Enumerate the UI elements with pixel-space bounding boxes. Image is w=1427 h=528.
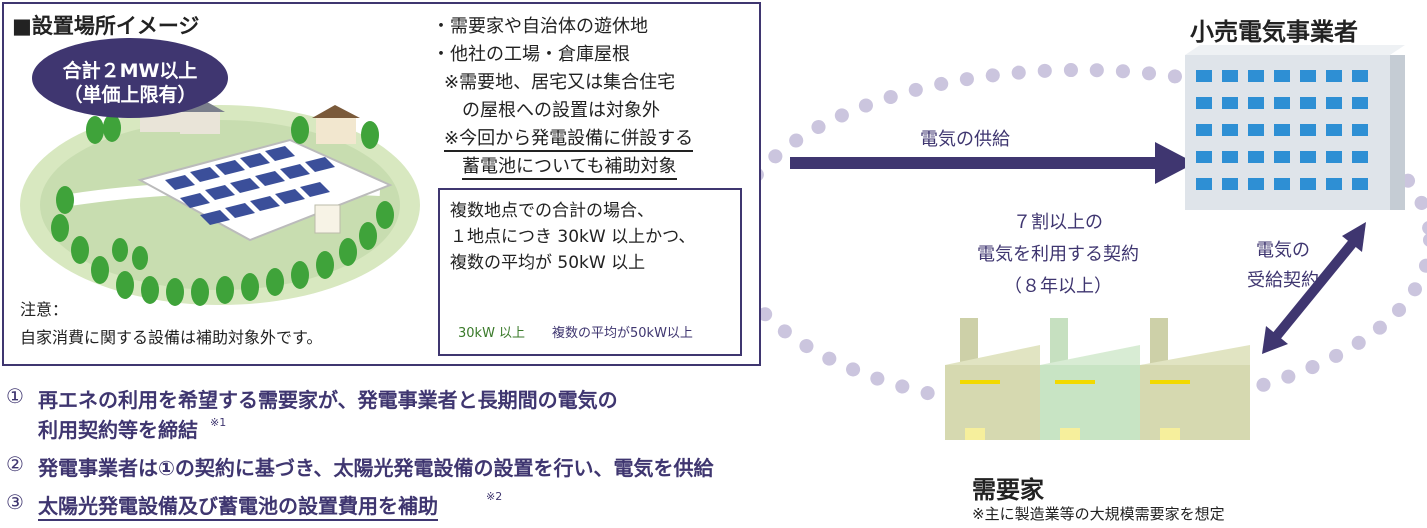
step-number: ① [6, 384, 24, 408]
supply-label: 電気の供給 [920, 129, 1010, 150]
install-bullet-underlined: ※今回から発電設備に併設する [444, 124, 694, 152]
install-title: ■設置場所イメージ [12, 14, 200, 38]
factory [945, 318, 1250, 440]
battery-box [314, 204, 341, 234]
multi-site-line: 複数の平均が 50kW 以上 [450, 253, 646, 273]
install-bullet-underlined: 蓄電池についても補助対象 [462, 152, 677, 180]
multi-site-box [438, 188, 742, 356]
step-text: 再エネの利用を希望する需要家が、発電事業者と長期間の電気の [38, 388, 618, 412]
install-bullet: ・需要家や自治体の遊休地 [432, 16, 648, 37]
capacity-line-2: （単価上限有） [63, 84, 197, 106]
supply-arrow [790, 142, 1195, 184]
retailer-title: 小売電気事業者 [1190, 18, 1358, 46]
panel-label-30kw: 30kW 以上 [458, 326, 526, 341]
step-text: 発電事業者は①の契約に基づき、太陽光発電設備の設置を行い、電気を供給 [38, 456, 714, 480]
caution-text: 自家消費に関する設備は補助対象外です。 [20, 328, 323, 347]
capacity-line-1: 合計２MW以上 [62, 60, 198, 82]
step-footnote: ※2 [486, 490, 503, 503]
contract-line: ７割以上の [1013, 212, 1103, 233]
consumer-title: 需要家 [972, 476, 1044, 504]
contract-line: （８年以上） [1004, 276, 1112, 297]
contract-line: 電気を利用する契約 [977, 244, 1139, 265]
retailer-building [1185, 45, 1405, 210]
install-bullet: の屋根への設置は対象外 [462, 100, 660, 121]
step-text-underlined: 太陽光発電設備及び蓄電池の設置費用を補助 [38, 490, 438, 521]
step-number: ③ [6, 490, 24, 514]
step-text: 利用契約等を締結 [38, 418, 198, 442]
receive-arrow [1262, 222, 1366, 354]
receive-line: 受給契約 [1247, 270, 1319, 291]
capacity-badge [32, 38, 228, 118]
receive-line: 電気の [1256, 240, 1310, 261]
trees [51, 114, 394, 306]
building-windows [1196, 70, 1368, 190]
caution-title: 注意： [20, 300, 69, 319]
step-number: ② [6, 452, 24, 476]
install-bullet: ※需要地、居宅又は集合住宅 [444, 72, 676, 93]
install-bullet: ・他社の工場・倉庫屋根 [432, 44, 630, 65]
consumer-note: ※主に製造業等の大規模需要家を想定 [972, 505, 1225, 523]
multi-site-line: １地点につき 30kW 以上かつ、 [450, 227, 696, 247]
panel-label-average: 複数の平均が50kW以上 [552, 326, 693, 341]
solar-panels [165, 146, 335, 225]
step-footnote: ※1 [210, 416, 227, 429]
multi-site-line: 複数地点での合計の場合、 [450, 201, 654, 221]
